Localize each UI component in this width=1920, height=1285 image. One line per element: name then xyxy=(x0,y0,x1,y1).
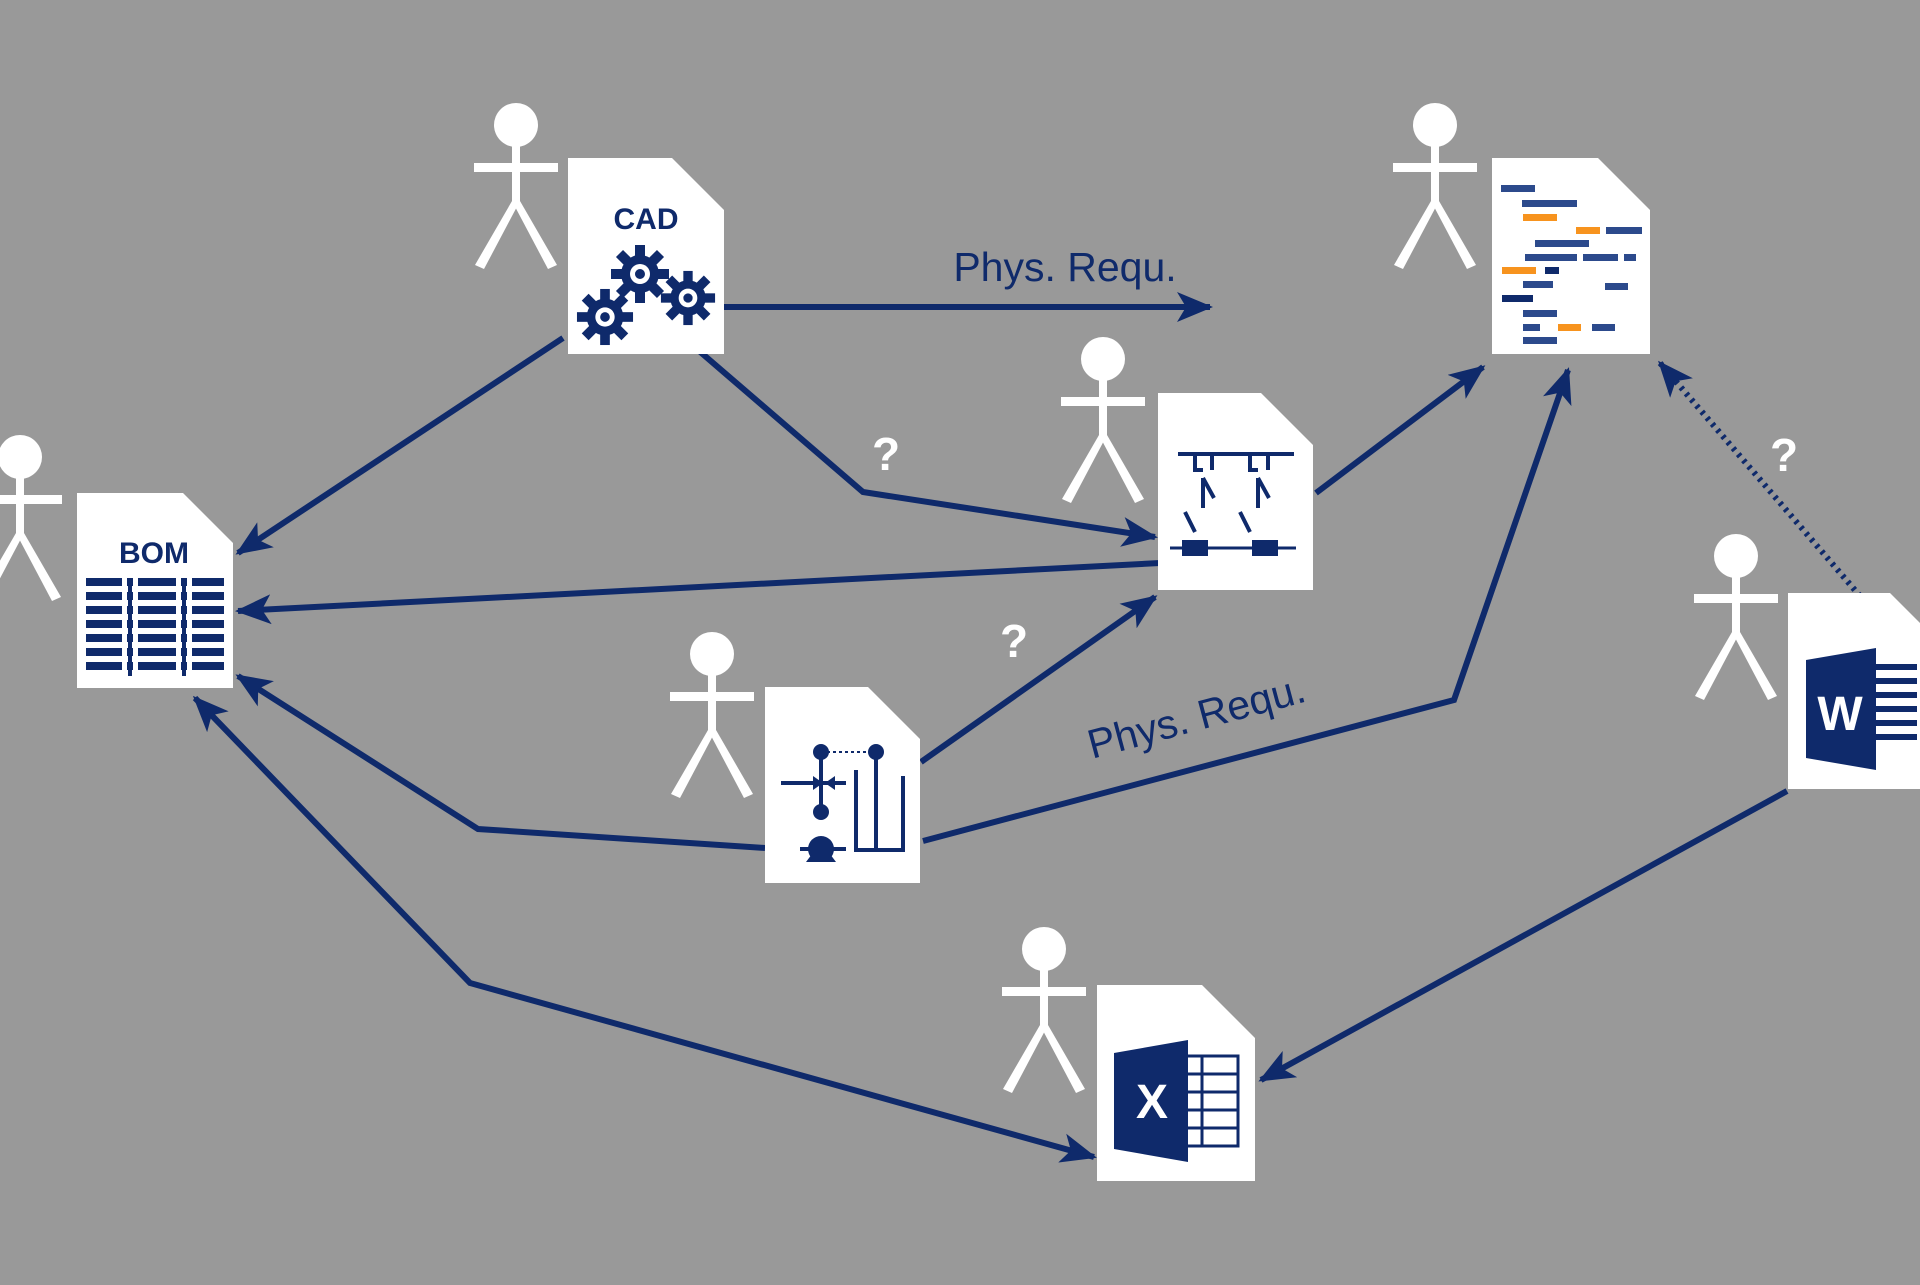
person-icon-schedule xyxy=(1393,103,1477,269)
document-excel[interactable]: X xyxy=(1097,985,1255,1181)
edge-word-to-schedule xyxy=(1657,360,1863,598)
document-schedule[interactable] xyxy=(1492,158,1650,354)
document-pid[interactable] xyxy=(765,687,920,883)
person-icon-electrical xyxy=(1061,337,1145,503)
document-cad-label: CAD xyxy=(614,203,679,236)
edge-cad-to-bom xyxy=(235,335,565,556)
person-icon-excel xyxy=(1002,927,1086,1093)
person-icon-cad xyxy=(474,103,558,269)
document-cad[interactable]: CAD xyxy=(568,158,724,354)
word-icon-letter: W xyxy=(1817,688,1863,741)
edge-electrical-to-bom xyxy=(235,560,1161,625)
document-bom[interactable]: BOM xyxy=(77,493,233,688)
edge-cad-to-electrical xyxy=(696,347,1158,547)
circuit-schematic-icon xyxy=(1178,452,1294,533)
edge-pid-to-schedule xyxy=(922,367,1572,844)
edge-label-question-cad: ? xyxy=(872,428,900,480)
document-bom-label: BOM xyxy=(119,537,189,570)
gantt-icon xyxy=(1501,185,1642,344)
edge-word-to-excel xyxy=(1258,788,1789,1083)
edge-label-question-pid: ? xyxy=(1000,615,1028,667)
excel-icon: X xyxy=(1114,1040,1240,1162)
edge-bom-excel xyxy=(192,695,1097,1163)
edges xyxy=(192,292,1863,1163)
edge-label-question-word: ? xyxy=(1770,429,1798,481)
word-icon: W xyxy=(1806,648,1917,770)
document-electrical[interactable] xyxy=(1158,393,1313,590)
edge-label-phys-requ-top: Phys. Requ. xyxy=(953,244,1176,290)
document-word[interactable]: W xyxy=(1788,593,1920,789)
table-icon xyxy=(86,578,224,676)
edge-label-phys-requ-bottom: Phys. Requ. xyxy=(1083,665,1311,767)
person-icon-pid xyxy=(670,632,754,798)
excel-icon-letter: X xyxy=(1136,1076,1168,1129)
person-icon-word xyxy=(1694,534,1778,700)
person-icon-bom xyxy=(0,435,62,601)
edge-electrical-to-schedule xyxy=(1314,364,1486,496)
